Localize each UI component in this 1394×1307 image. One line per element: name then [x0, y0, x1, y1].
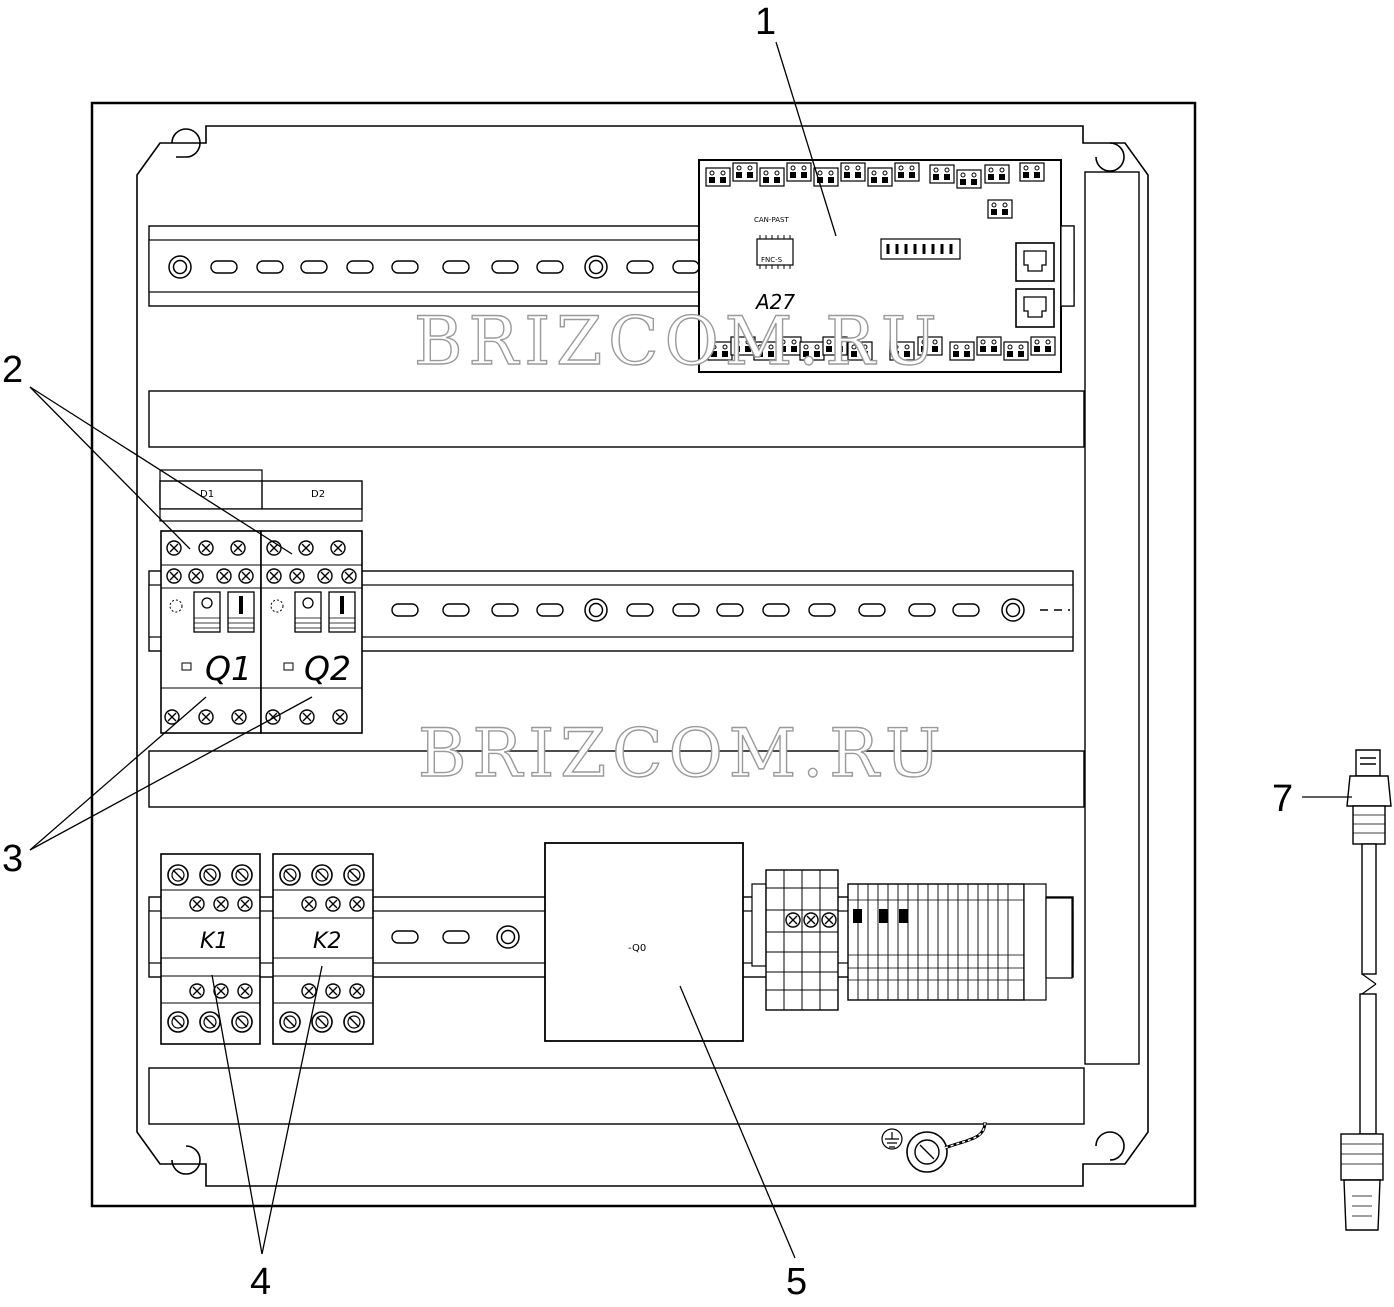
callout-2: 2: [2, 349, 23, 391]
silk-can: CAN-PAST: [754, 216, 789, 224]
contactor-k1: K1: [160, 853, 261, 1045]
motor-breaker-q1: Q1: [160, 530, 262, 734]
motor-breaker-q2: Q2: [260, 530, 363, 734]
cable-duct-2: [148, 750, 1085, 808]
patch-cable: [1340, 749, 1392, 1231]
cable-duct-3: [148, 1067, 1085, 1125]
breaker-label-q2: Q2: [304, 649, 351, 688]
cable-duct-1: [148, 390, 1085, 448]
callout-5: 5: [786, 1261, 807, 1303]
controller-designation: A27: [754, 290, 795, 314]
main-switch-q0: -Q0: [544, 842, 744, 1042]
contactor-k2: K2: [272, 853, 374, 1045]
callouts: 1 2 3 4 5 7: [2, 1, 1293, 1303]
main-switch-label: -Q0: [628, 943, 646, 954]
contactor-label-k2: K2: [313, 929, 341, 954]
diode-label-d1: D1: [200, 489, 214, 500]
earth-ground-icon: [881, 1121, 987, 1173]
callout-4: 4: [250, 1261, 271, 1303]
silk-chip: FNC-S: [761, 256, 783, 264]
diode-label-d2: D2: [311, 489, 325, 500]
contactor-label-k1: K1: [200, 929, 228, 954]
callout-7: 7: [1272, 778, 1293, 820]
breaker-label-q1: Q1: [205, 649, 252, 688]
leader-lines: [29, 41, 1352, 1259]
mounting-hole-icon: [171, 128, 1125, 1175]
callout-3: 3: [2, 838, 23, 880]
controller-board: CAN-PAST FNC-S A27: [698, 159, 1075, 373]
diode-modules: D1 D2: [159, 469, 363, 522]
watermark-middle: BRIZCOM.RU: [418, 715, 947, 792]
terminal-block-strip: [751, 869, 1073, 1011]
callout-1: 1: [755, 1, 776, 43]
watermark-top: BRIZCOM.RU: [414, 303, 943, 380]
rj45-port-icon: [1015, 242, 1055, 328]
